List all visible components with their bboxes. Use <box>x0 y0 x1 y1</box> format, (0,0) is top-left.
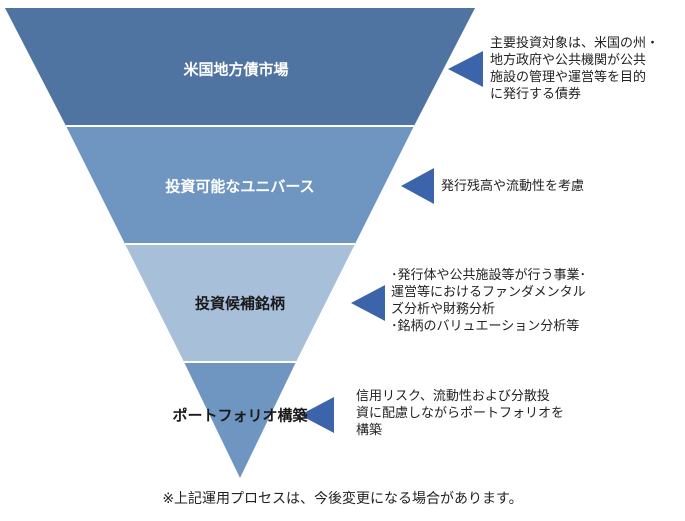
level-2-label: 投資可能なユニバース <box>165 177 315 196</box>
level-4-description: 信用リスク、流動性および分散投 資に配慮しながらポートフォリオを 構築 <box>356 388 564 439</box>
description-line: ズ分析や財務分析 <box>391 302 496 317</box>
level-1-description: 主要投資対象は、米国の州・ 地方政府や公共機関が公共 施設の管理や運営等を目的 … <box>490 35 659 103</box>
funnel-level-2-band <box>66 126 414 244</box>
description-line: 構築 <box>356 423 383 438</box>
level-4-label: ポートフォリオ構築 <box>172 406 308 425</box>
description-line: ･発行体や公共施設等が行う事業･ <box>391 268 587 283</box>
description-line: 地方政府や公共機関が公共 <box>490 53 647 68</box>
level-1-label: 米国地方債市場 <box>183 60 289 79</box>
arrow-pointer-level-4 <box>300 397 334 433</box>
description-line: 主要投資対象は、米国の州・ <box>490 36 660 51</box>
description-line: 発行残高や流動性を考慮 <box>441 179 585 194</box>
footnote: ※上記運用プロセスは、今後変更になる場合があります。 <box>162 491 523 507</box>
level-3-description: ･発行体や公共施設等が行う事業･ 運営等におけるファンダメンタル ズ分析や財務分… <box>391 267 586 335</box>
level-2-description: 発行残高や流動性を考慮 <box>441 178 584 195</box>
arrow-pointer-level-3 <box>351 285 385 321</box>
arrow-pointer-level-2 <box>401 168 434 204</box>
description-line: ･銘柄のバリュエーション分析等 <box>391 319 580 334</box>
funnel-level-3-band <box>125 244 355 362</box>
arrow-pointer-level-1 <box>448 51 483 87</box>
description-line: 運営等におけるファンダメンタル <box>391 285 586 300</box>
description-line: 信用リスク、流動性および分散投 <box>356 389 550 404</box>
funnel-level-4-band <box>184 362 296 478</box>
description-line: 資に配慮しながらポートフォリオを <box>356 406 565 421</box>
level-3-label: 投資候補銘柄 <box>194 294 286 313</box>
funnel-level-1-band <box>5 8 475 126</box>
description-line: に発行する債券 <box>490 87 582 102</box>
description-line: 施設の管理や運営等を目的 <box>490 70 647 85</box>
